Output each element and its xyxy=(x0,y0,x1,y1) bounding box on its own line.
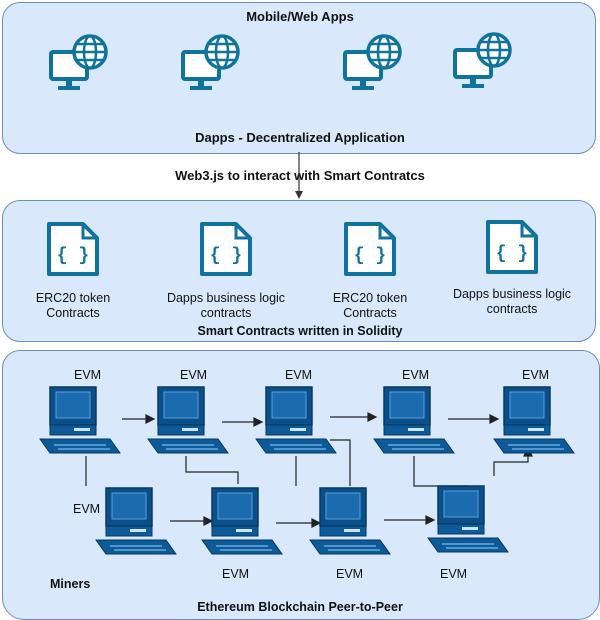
svg-text:{ }: { } xyxy=(496,244,528,264)
miners-label: Miners xyxy=(50,577,91,591)
apps-panel-subtitle: Dapps - Decentralized Application xyxy=(195,130,405,145)
code-file-icon: { } xyxy=(342,220,398,283)
code-file-icon: { } xyxy=(45,220,101,283)
evm-label: EVM xyxy=(285,368,313,382)
app-globe-monitor-icon xyxy=(48,32,110,99)
contracts-panel-title: Smart Contracts written in Solidity xyxy=(197,324,403,338)
svg-text:{ }: { } xyxy=(57,246,89,266)
evm-label: EVM xyxy=(402,368,430,382)
svg-text:{ }: { } xyxy=(354,246,386,266)
apps-panel-title: Mobile/Web Apps xyxy=(246,9,354,24)
computer-icon xyxy=(424,484,512,561)
app-globe-monitor-icon xyxy=(452,30,514,97)
svg-text:{ }: { } xyxy=(210,246,242,266)
contract-label-line: Dapps business logic xyxy=(166,291,286,305)
contract-label-line: Contracts xyxy=(46,306,100,320)
contract-label-line: Contracts xyxy=(343,306,397,320)
contract-label-line: contracts xyxy=(200,306,252,320)
computer-icon xyxy=(490,385,578,462)
evm-label: EVM xyxy=(522,368,550,382)
app-globe-monitor-icon xyxy=(342,32,404,99)
code-file-icon: { } xyxy=(198,220,254,283)
computer-icon xyxy=(92,486,180,563)
evm-label: EVM xyxy=(74,368,102,382)
computer-icon xyxy=(36,385,124,462)
app-globe-monitor-icon xyxy=(180,32,242,99)
contract-label: ERC20 token Contracts xyxy=(310,291,430,321)
code-file-icon: { } xyxy=(484,218,540,281)
computer-icon xyxy=(144,385,232,462)
contract-label-line: ERC20 token xyxy=(332,291,408,305)
evm-label: EVM xyxy=(180,368,208,382)
blockchain-panel-title: Ethereum Blockchain Peer-to-Peer xyxy=(197,600,403,614)
contract-label-line: contracts xyxy=(486,302,538,316)
web3-connector-label: Web3.js to interact with Smart Contratcs xyxy=(175,168,425,183)
contract-label: Dapps business logic contracts xyxy=(437,287,587,317)
contract-label: Dapps business logic contracts xyxy=(151,291,301,321)
evm-label: EVM xyxy=(73,502,101,516)
computer-icon xyxy=(370,385,458,462)
evm-label: EVM xyxy=(440,567,468,581)
evm-label: EVM xyxy=(336,567,364,581)
contract-label-line: ERC20 token xyxy=(35,291,111,305)
evm-label: EVM xyxy=(222,567,250,581)
contract-label-line: Dapps business logic xyxy=(452,287,572,301)
contract-label: ERC20 token Contracts xyxy=(13,291,133,321)
apps-panel xyxy=(2,2,596,154)
computer-icon xyxy=(306,486,394,563)
computer-icon xyxy=(252,385,340,462)
computer-icon xyxy=(198,486,286,563)
